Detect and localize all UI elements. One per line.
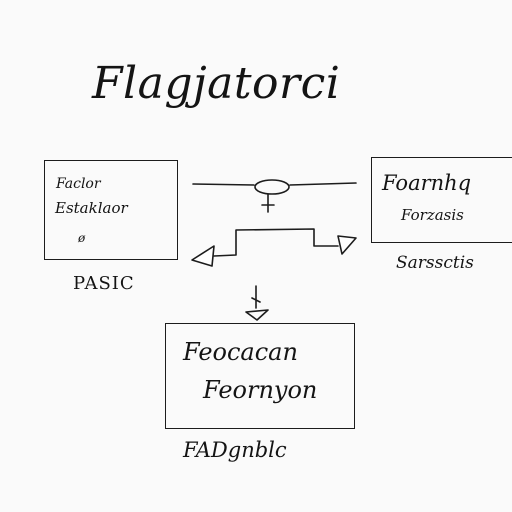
junction-stem xyxy=(261,193,275,213)
node-right-caption: Sarssctis xyxy=(396,253,474,273)
node-left-line-3: ø xyxy=(78,231,86,245)
node-left-line-2: Estaklaor xyxy=(55,199,128,217)
node-box-left xyxy=(44,160,178,260)
node-bottom-line-2: Feornyon xyxy=(203,376,318,404)
node-bottom-line-1: Feocacan xyxy=(183,338,298,366)
connector-top-right xyxy=(289,182,357,186)
step-connector xyxy=(213,228,339,257)
diagram-title: Flagjatorci xyxy=(92,58,341,109)
node-box-bottom xyxy=(165,323,355,429)
node-left-caption: PASIC xyxy=(73,273,135,294)
node-box-right xyxy=(371,157,512,243)
node-right-line-2: Forzasis xyxy=(401,206,464,224)
arrow-down-mark xyxy=(245,285,269,321)
junction-oval xyxy=(254,179,290,195)
node-left-line-1: Faclor xyxy=(56,176,101,192)
node-bottom-caption: FADgnblc xyxy=(183,438,287,462)
node-right-line-1: Foarnhq xyxy=(382,171,472,195)
arrow-head-right xyxy=(337,235,357,255)
connector-top-left xyxy=(192,183,255,186)
arrow-head-left xyxy=(191,245,215,267)
